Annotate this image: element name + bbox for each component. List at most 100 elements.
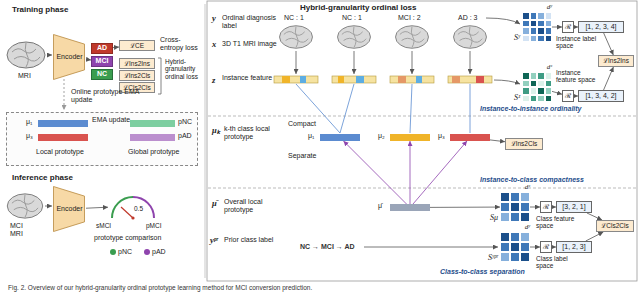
- trapezoid: [54, 35, 85, 80]
- matrix-cell: [500, 202, 510, 212]
- node-text: Sʸ: [514, 33, 520, 42]
- node-text: dᶻ: [547, 63, 552, 71]
- text-label: Instance-to-instance ordinality: [480, 105, 582, 113]
- connector: [86, 207, 108, 208]
- matrix-cell: [545, 27, 553, 35]
- text-label: Separate: [288, 152, 316, 160]
- rank-vector: [3, 2, 1]: [556, 201, 592, 213]
- node-text: ℒIns2Cls: [511, 140, 538, 147]
- text-label: k-th class local prototype: [224, 125, 284, 141]
- matrix-cell: [530, 95, 538, 103]
- node-text: dʸ: [547, 3, 552, 11]
- node-text: dʸ: [525, 223, 530, 231]
- matrix-cell: [500, 242, 510, 252]
- prototype-bar: μ₁: [38, 120, 88, 127]
- text-label: μ̄: [212, 199, 217, 209]
- node-text: ℛ: [565, 23, 571, 31]
- matrix-cell: [530, 87, 538, 95]
- gauge-pivot: [131, 216, 134, 219]
- matrix-cell: [510, 192, 520, 202]
- text-label: Prior class label: [224, 236, 284, 244]
- prototype-bar: μ₃: [38, 134, 88, 141]
- matrix-cell: [537, 95, 545, 103]
- text-label: Instance-to-class compactness: [480, 176, 584, 184]
- matrix-cell: [522, 20, 530, 28]
- caption: Fig. 2. Overview of our hybrid-granulari…: [8, 284, 312, 291]
- matrix-cell: [500, 192, 510, 202]
- connector: [344, 141, 407, 204]
- text-label: MCI MRI: [10, 222, 30, 238]
- connector: [410, 141, 411, 204]
- node-text: ℒCE: [130, 42, 144, 49]
- prototype-bar: pNC: [130, 120, 175, 127]
- prototype-bar: pAD: [130, 134, 175, 141]
- node-text: pNC: [178, 118, 192, 126]
- matrix-cell: [522, 87, 530, 95]
- matrix-cell: [530, 72, 538, 80]
- matrix-cell: [522, 72, 530, 80]
- node-text: μ̄: [378, 202, 382, 210]
- text-label: NC → MCI → AD: [300, 243, 355, 251]
- matrix-cell: [537, 20, 545, 28]
- compact-lines: [296, 84, 470, 133]
- node-text: Sμ: [490, 213, 498, 222]
- node-text: AD: [97, 44, 107, 52]
- gauge-shape: [108, 192, 158, 220]
- matrix-cell: [510, 212, 520, 222]
- matrix-cell: [545, 95, 553, 103]
- matrix-cell: [530, 35, 538, 43]
- rank-box: ℛ: [540, 201, 552, 213]
- node-text: Encoder: [56, 53, 82, 61]
- node-text: ℛ: [543, 203, 549, 211]
- text-label: Training phase: [12, 5, 68, 14]
- brain-image: [7, 194, 42, 218]
- matrix-cell: [545, 87, 553, 95]
- bracket: [158, 58, 161, 94]
- matrix-cell: [520, 212, 530, 222]
- node-text: μ₁: [308, 132, 314, 140]
- rank-box: ℛ: [562, 90, 574, 102]
- connector: [430, 207, 500, 208]
- leader-line: [486, 18, 520, 24]
- matrix-cell: [520, 252, 530, 262]
- text-label: μₖ: [212, 126, 220, 136]
- leader-line: [364, 247, 498, 248]
- prototype-dot: [144, 249, 150, 255]
- matrix-cell: [545, 80, 553, 88]
- matrix-cell: [500, 232, 510, 242]
- matrix-cell: [522, 12, 530, 20]
- matrix-cell: [537, 72, 545, 80]
- node-text: dᶻ: [525, 183, 530, 191]
- trapezoid: [54, 187, 85, 232]
- node-text: Encoder: [56, 205, 82, 213]
- matrix-cell: [520, 202, 530, 212]
- text-label: 3D T1 MRI image: [222, 40, 278, 48]
- text-label: NC : 1: [284, 14, 304, 22]
- node-text: μ₁: [26, 118, 32, 126]
- rank-vector: [1, 2, 3]: [556, 241, 592, 253]
- similarity-matrix: Sμdᶻ: [500, 192, 530, 222]
- node-text: μ₃: [26, 132, 33, 140]
- matrix-cell: [530, 27, 538, 35]
- loss-box: ℒIns2Cls: [505, 138, 543, 150]
- encoder-block: Encoder: [53, 34, 86, 80]
- node-text: [3, 2, 1]: [562, 203, 585, 211]
- connector: [490, 140, 505, 142]
- prototype-bar: μ₁: [320, 134, 360, 141]
- prototype-bar: μ₃: [450, 134, 490, 141]
- text-label: Instance feature space: [556, 69, 602, 84]
- node-text: ℒIns2Ins: [124, 60, 150, 67]
- matrix-cell: [522, 27, 530, 35]
- connector: [586, 232, 604, 241]
- node-text: ℒIns2Cls: [124, 72, 151, 79]
- matrix-cell: [537, 80, 545, 88]
- matrix-cell: [520, 232, 530, 242]
- loss-box: ℒIns2Ins: [119, 58, 155, 69]
- connector: [552, 91, 562, 94]
- similarity-matrix: Sʸᵖʳdʸ: [500, 232, 530, 262]
- gauge-needle: [121, 207, 133, 218]
- matrix-cell: [537, 27, 545, 35]
- matrix-cell: [545, 72, 553, 80]
- text-label: Class-to-class separation: [440, 268, 525, 276]
- matrix-cell: [530, 80, 538, 88]
